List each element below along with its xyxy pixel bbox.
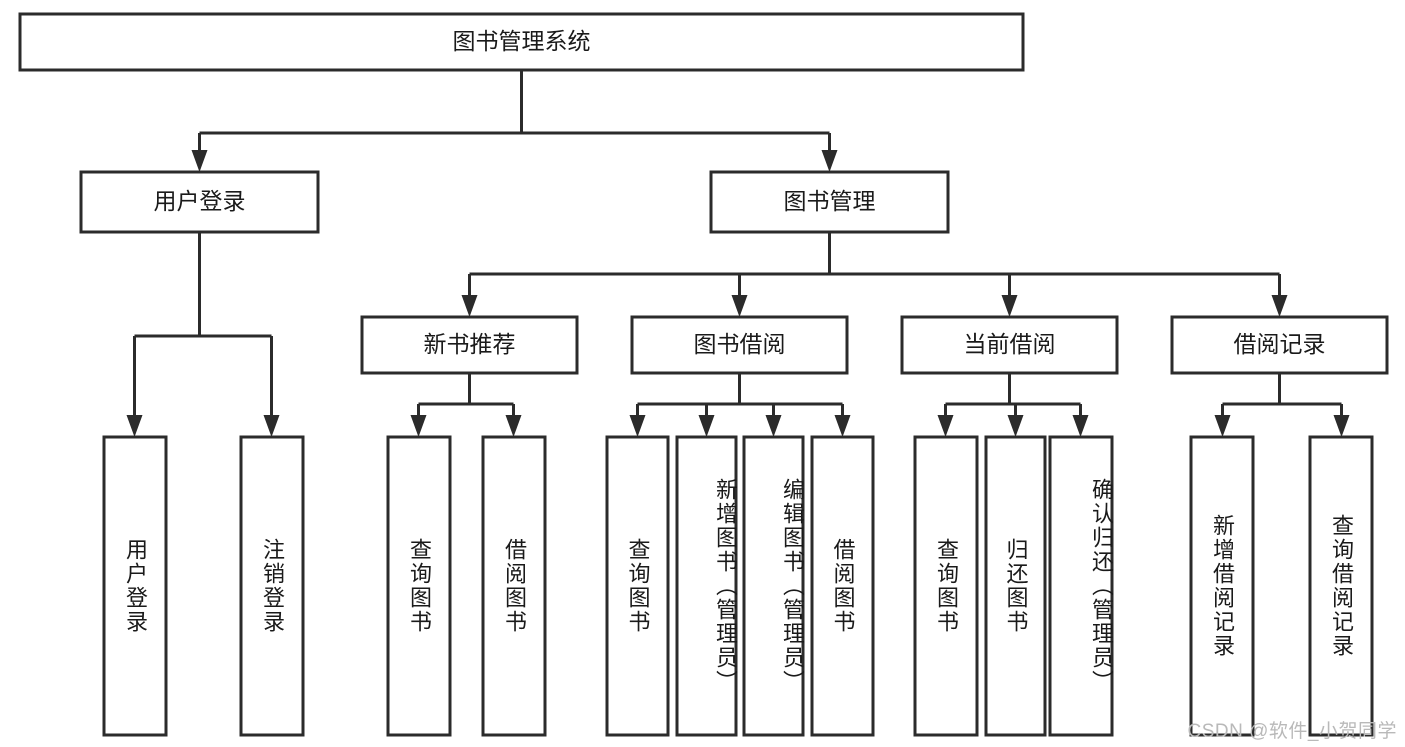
node-leaf-add-record-box[interactable] [1189,435,1255,737]
node-user-login-box[interactable] [79,170,320,234]
connector-group-borrow-record [1214,373,1350,437]
node-root-box[interactable] [18,12,1025,72]
arrow-head-icon [1007,415,1024,437]
arrow-head-icon [461,295,478,317]
node-leaf-query-record-box[interactable] [1308,435,1374,737]
connector-group-book-borrow [629,373,851,437]
arrow-head-icon [410,415,427,437]
node-new-book-rec-box[interactable] [360,315,579,375]
node-borrow-record[interactable]: 借阅记录 [1170,315,1389,375]
node-leaf-user-login-box[interactable] [102,435,168,737]
connector-group-root [191,70,838,172]
node-root[interactable]: 图书管理系统 [18,12,1025,72]
node-new-book-rec[interactable]: 新书推荐 [360,315,579,375]
node-leaf-query-book-rec-box[interactable] [386,435,452,737]
watermark-text: CSDN @软件_小贺同学 [1187,721,1397,742]
arrow-head-icon [1001,295,1018,317]
arrow-head-icon [629,415,646,437]
arrow-head-icon [731,295,748,317]
node-leaf-query-book-cur-box[interactable] [913,435,979,737]
node-book-borrow-box[interactable] [630,315,849,375]
node-user-login-label: 用户登录 [154,188,246,214]
arrow-head-icon [1072,415,1089,437]
arrow-head-icon [821,150,838,172]
node-book-borrow[interactable]: 图书借阅 [630,315,849,375]
node-user-login[interactable]: 用户登录 [79,170,320,234]
node-book-manage-box[interactable] [709,170,950,234]
node-book-manage-label: 图书管理 [784,188,876,214]
node-leaf-borrow-book-box[interactable] [810,435,875,737]
node-leaf-edit-book-box[interactable] [742,435,805,737]
connector-group-current-borrow [937,373,1089,437]
node-root-label: 图书管理系统 [453,28,591,54]
node-borrow-record-box[interactable] [1170,315,1389,375]
arrow-head-icon [191,150,208,172]
node-leaf-add-book-box[interactable] [675,435,738,737]
connector-group-new-book-rec [410,373,522,437]
node-leaf-borrow-book-rec-box[interactable] [481,435,547,737]
node-current-borrow-label: 当前借阅 [964,331,1056,357]
node-leaf-logout-box[interactable] [239,435,305,737]
node-borrow-record-label: 借阅记录 [1234,331,1326,357]
arrow-head-icon [263,415,280,437]
node-current-borrow[interactable]: 当前借阅 [900,315,1119,375]
connector-group-book-manage [461,232,1288,317]
arrow-head-icon [126,415,143,437]
node-book-manage[interactable]: 图书管理 [709,170,950,234]
node-current-borrow-box[interactable] [900,315,1119,375]
node-leaf-confirm-return-box[interactable] [1048,435,1114,737]
node-leaf-return-book-box[interactable] [984,435,1047,737]
arrow-head-icon [698,415,715,437]
arrow-head-icon [1214,415,1231,437]
arrow-head-icon [765,415,782,437]
node-new-book-rec-label: 新书推荐 [424,331,516,357]
arrow-head-icon [834,415,851,437]
connector-group-user-login [126,232,280,437]
arrow-head-icon [1271,295,1288,317]
arrow-head-icon [505,415,522,437]
node-leaf-query-book-borrow-box[interactable] [605,435,670,737]
node-book-borrow-label: 图书借阅 [694,331,786,357]
arrow-head-icon [937,415,954,437]
arrow-head-icon [1333,415,1350,437]
